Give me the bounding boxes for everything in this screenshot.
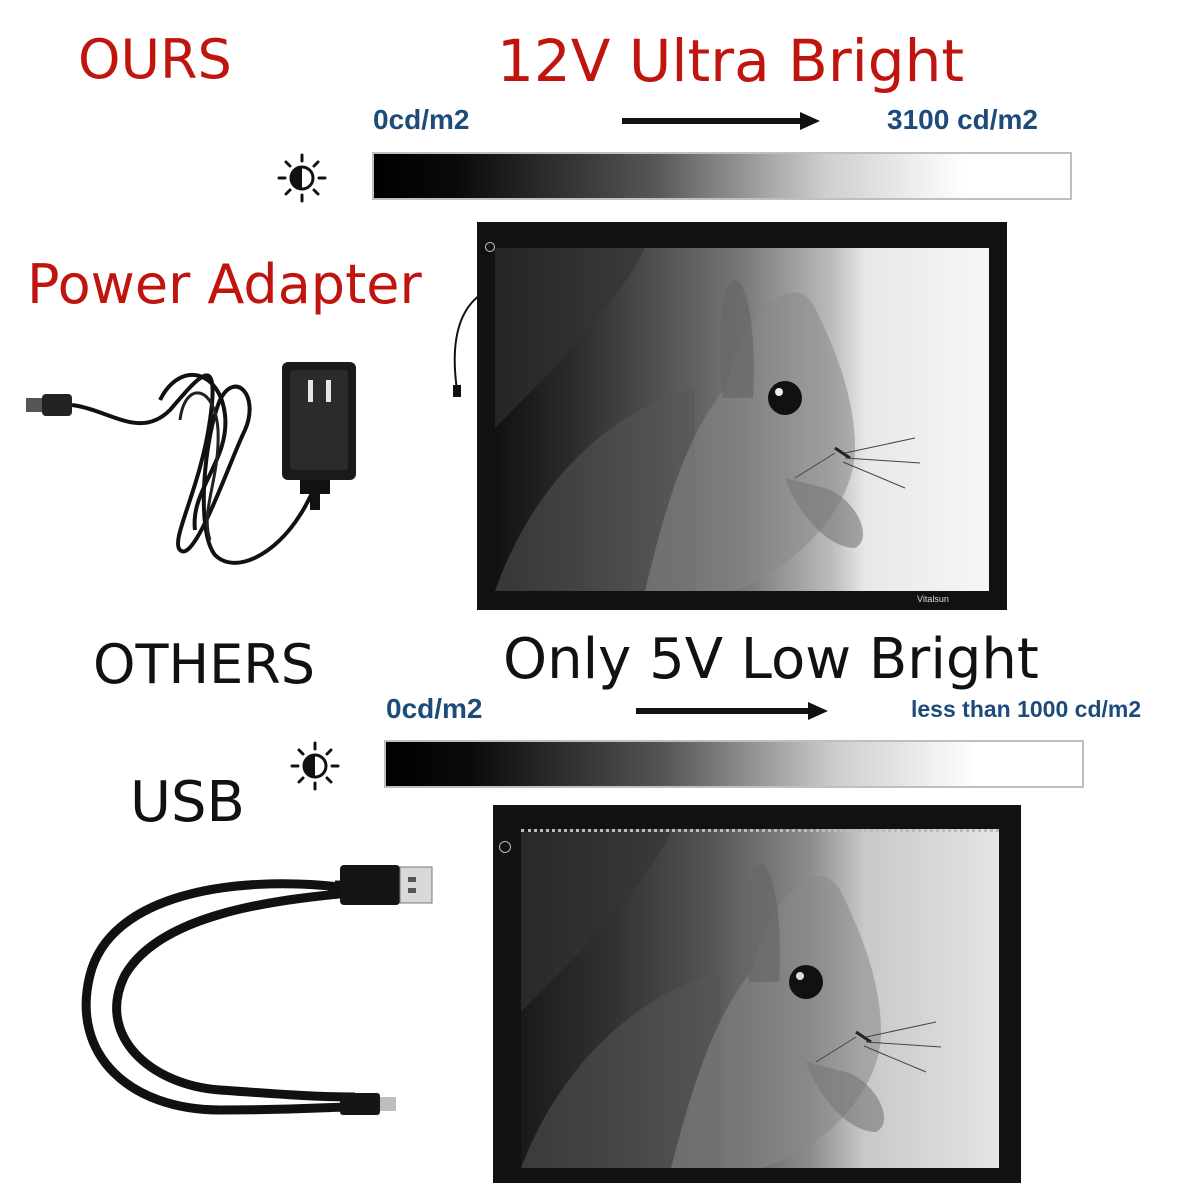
ours-light-panel: Vitalsun <box>477 222 1007 610</box>
panel-cable-icon <box>453 294 481 397</box>
ours-brightness-bar <box>372 152 1072 200</box>
brightness-icon <box>290 741 340 791</box>
power-adapter-icon <box>26 362 356 565</box>
others-scale-min: 0cd/m2 <box>386 693 483 724</box>
brightness-icon <box>277 153 327 203</box>
ours-brand-label: Vitalsun <box>917 594 949 604</box>
others-panel-screen <box>521 829 999 1168</box>
power-adapter-label: Power Adapter <box>27 253 422 316</box>
ours-headline: 12V Ultra Bright <box>497 27 965 95</box>
others-brightness-bar <box>384 740 1084 788</box>
ours-scale-min: 0cd/m2 <box>373 104 470 135</box>
ours-label: OURS <box>78 28 232 91</box>
squirrel-drawing <box>521 832 942 1168</box>
others-power-button <box>499 841 511 853</box>
usb-cable-icon <box>81 865 433 1115</box>
usb-label: USB <box>130 770 245 835</box>
ours-panel-screen <box>495 248 989 591</box>
others-scale-arrow <box>636 702 828 720</box>
others-light-panel <box>493 805 1021 1183</box>
ours-scale-arrow <box>622 112 820 130</box>
ours-power-button <box>485 242 495 252</box>
others-headline: Only 5V Low Bright <box>503 627 1039 692</box>
others-scale-max: less than 1000 cd/m2 <box>911 696 1142 722</box>
ours-scale-max: 3100 cd/m2 <box>887 104 1038 135</box>
others-label: OTHERS <box>93 633 316 696</box>
squirrel-drawing <box>495 248 921 591</box>
